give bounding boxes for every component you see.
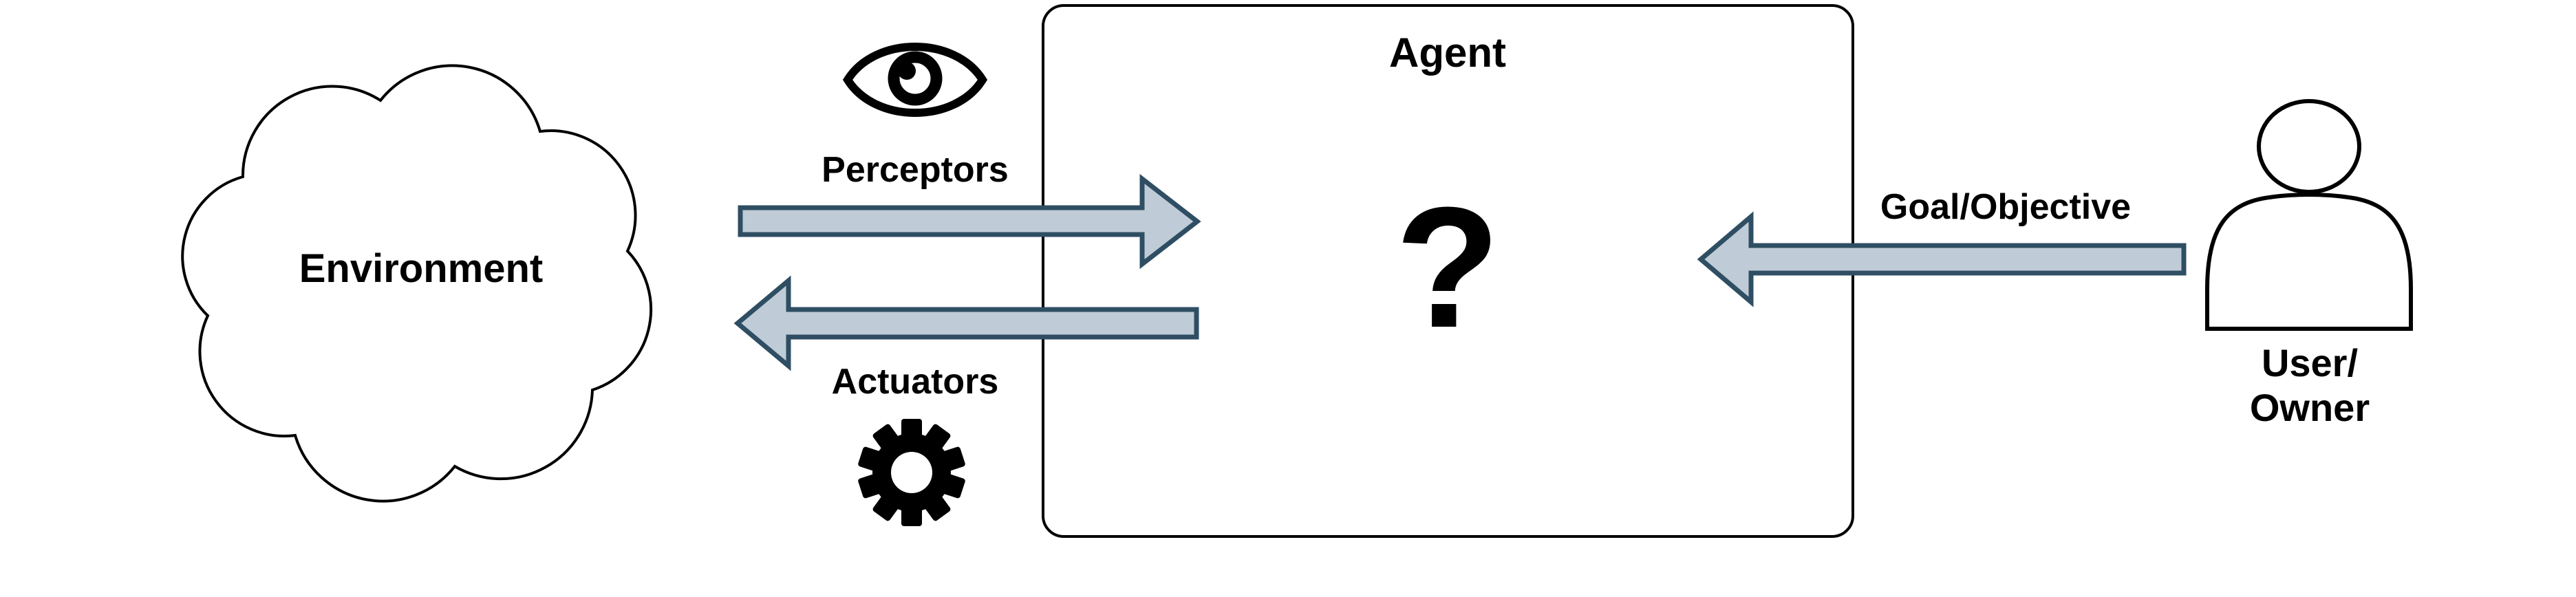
actuators-flow: Actuators xyxy=(733,275,1199,526)
user-label-line1: User/ xyxy=(2262,341,2359,384)
goal-label: Goal/Objective xyxy=(1880,187,2131,227)
perceptors-flow: Perceptors xyxy=(738,43,1201,270)
user-owner-node: User/ Owner xyxy=(2205,99,2413,429)
eye-icon xyxy=(842,43,988,117)
person-head xyxy=(2257,99,2361,194)
agent-label: Agent xyxy=(1389,30,1506,76)
user-label-line2: Owner xyxy=(2250,386,2370,429)
agent-question-mark: ? xyxy=(1395,171,1501,363)
perceptors-arrow xyxy=(738,173,1201,270)
goal-flow: Goal/Objective xyxy=(1697,187,2187,307)
environment-node: Environment xyxy=(181,64,653,503)
actuators-arrow xyxy=(733,275,1199,371)
environment-label: Environment xyxy=(299,246,544,291)
person-icon xyxy=(2205,192,2413,331)
agent-node: Agent ? xyxy=(1042,4,1854,538)
perceptors-label: Perceptors xyxy=(822,150,1009,190)
goal-arrow xyxy=(1697,211,2187,307)
cloud-shape xyxy=(181,64,653,503)
gear-icon xyxy=(858,419,965,526)
actuators-label: Actuators xyxy=(832,362,999,402)
